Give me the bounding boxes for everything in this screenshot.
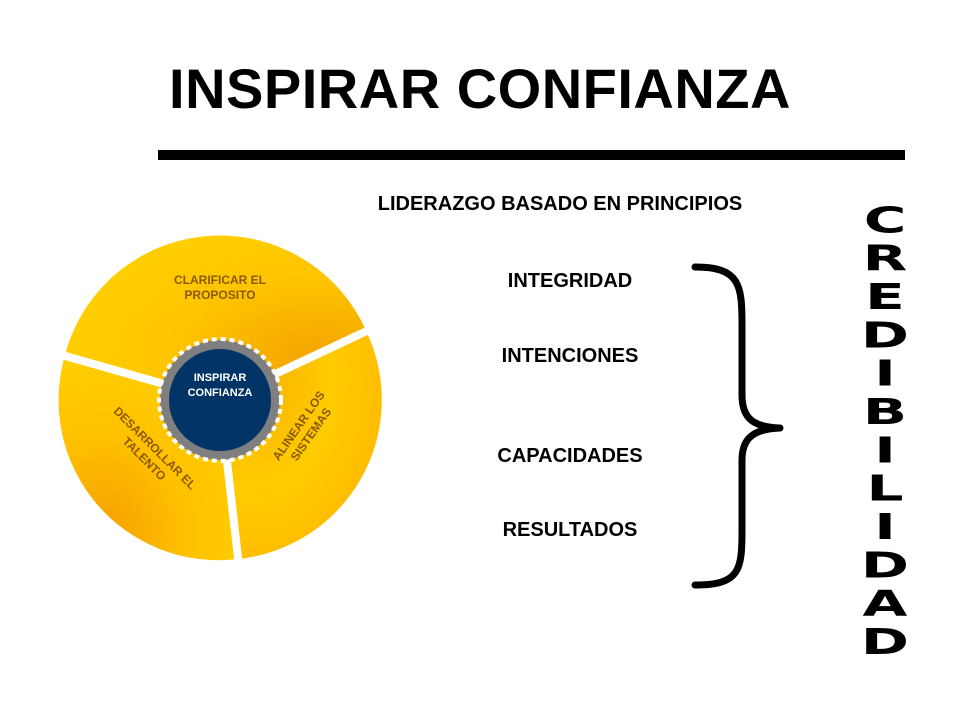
- center-label-line1: INSPIRAR: [194, 372, 247, 384]
- subtitle: LIDERAZGO BASADO EN PRINCIPIOS: [377, 193, 743, 215]
- vertical-letter-2: R: [863, 238, 908, 280]
- item-resultados: RESULTADOS: [502, 519, 638, 541]
- vertical-letter-7: I: [874, 430, 896, 472]
- sector-clarificar: [64, 235, 367, 400]
- vertical-letter-10: D: [861, 545, 909, 587]
- page-title: INSPIRAR CONFIANZA: [169, 57, 791, 120]
- item-intenciones: INTENCIONES: [501, 345, 639, 367]
- vertical-letter-6: B: [863, 391, 907, 433]
- item-integridad: INTEGRIDAD: [507, 270, 633, 292]
- vertical-letter-1: C: [864, 200, 907, 241]
- vertical-letter-9: I: [874, 506, 896, 548]
- top-sector-label-line1: CLARIFICAR EL: [174, 273, 266, 287]
- item-capacidades: CAPACIDADES: [497, 445, 643, 467]
- center-hub-dashes: [157, 337, 283, 463]
- title-divider: [158, 150, 905, 160]
- curly-brace: [691, 263, 784, 589]
- center-hub: [169, 349, 271, 451]
- vertical-letter-5: I: [874, 353, 896, 395]
- vertical-letter-11: A: [863, 583, 909, 625]
- vertical-letter-4: D: [861, 315, 909, 357]
- vertical-letter-12: D: [861, 621, 909, 660]
- vertical-letter-8: L: [867, 468, 904, 510]
- top-sector-label-line2: PROPOSITO: [184, 288, 255, 302]
- vertical-letter-3: E: [865, 276, 905, 318]
- center-label-line2: CONFIANZA: [188, 387, 253, 399]
- trust-wheel-diagram: INSPIRAR CONFIANZA CLARIFICAR EL PROPOSI…: [58, 235, 382, 565]
